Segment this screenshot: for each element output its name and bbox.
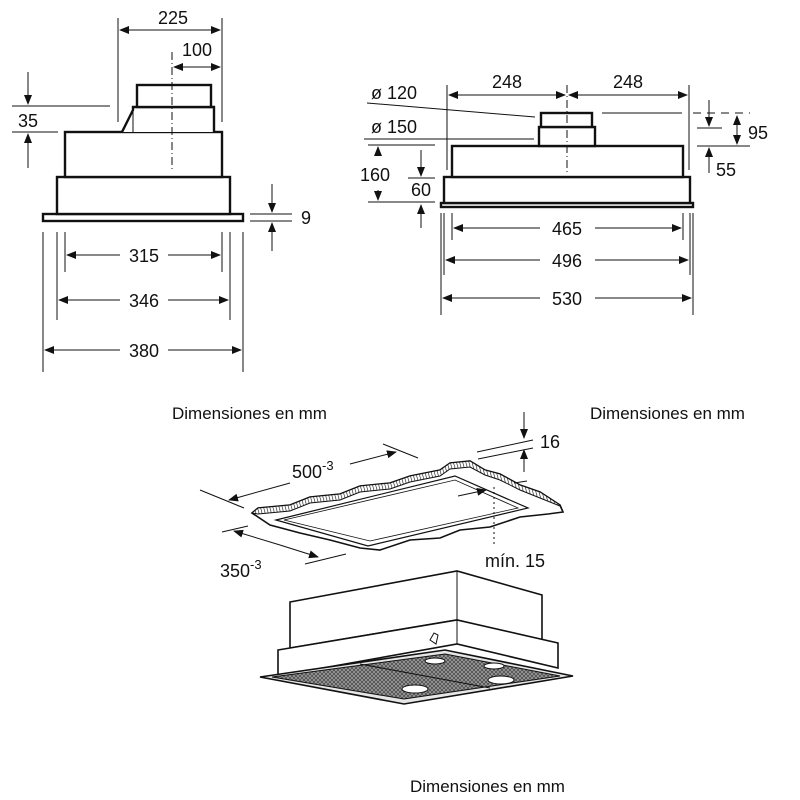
ceiling-cutout — [250, 460, 565, 551]
dim-9: 9 — [301, 208, 311, 228]
caption-installation-view: Dimensiones en mm — [410, 777, 565, 796]
dim-thickness: 16 — [540, 432, 560, 452]
dim-diameter-120: ø 120 — [371, 83, 417, 103]
front-view: 248 248 ø 120 ø 150 160 60 95 55 — [360, 72, 768, 315]
dim-100: 100 — [182, 40, 212, 60]
side-view: 225 100 35 9 315 346 380 — [12, 8, 311, 372]
installation-view: 500-3 350-3 16 mín. 15 — [199, 412, 574, 705]
dim-35: 35 — [18, 111, 38, 131]
dim-380: 380 — [129, 341, 159, 361]
dim-530: 530 — [552, 289, 582, 309]
dim-346: 346 — [129, 291, 159, 311]
dim-496: 496 — [552, 251, 582, 271]
dim-min-edge: mín. 15 — [485, 551, 545, 571]
dim-diameter-150: ø 150 — [371, 117, 417, 137]
dim-225: 225 — [158, 8, 188, 28]
front-view-outline — [439, 85, 695, 209]
caption-side-view: Dimensiones en mm — [172, 404, 327, 423]
hood-illustration — [259, 570, 574, 705]
dim-160: 160 — [360, 165, 390, 185]
dim-cutout-length: 500-3 — [292, 458, 334, 482]
dim-465: 465 — [552, 219, 582, 239]
dim-cutout-width: 350-3 — [220, 557, 262, 581]
dim-248-left: 248 — [492, 72, 522, 92]
dim-60: 60 — [411, 180, 431, 200]
dim-248-right: 248 — [613, 72, 643, 92]
dim-315: 315 — [129, 246, 159, 266]
caption-front-view: Dimensiones en mm — [590, 404, 745, 423]
side-view-outline — [41, 52, 245, 223]
dim-95: 95 — [748, 123, 768, 143]
dim-55: 55 — [716, 160, 736, 180]
